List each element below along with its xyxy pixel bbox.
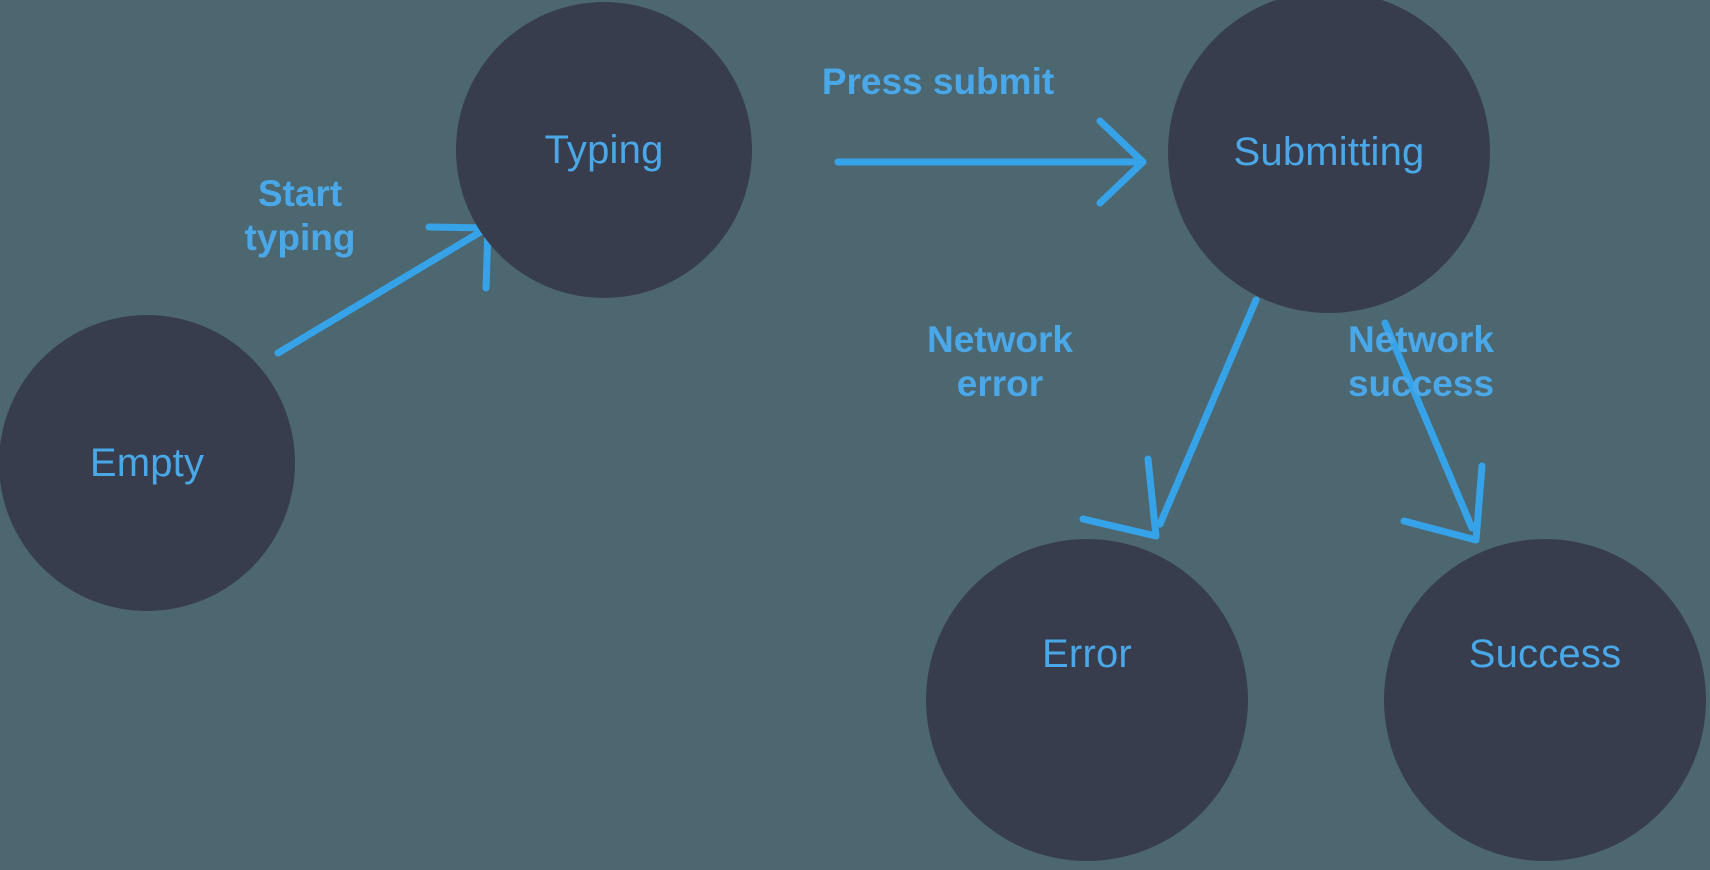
state-label-typing: Typing [544,128,664,172]
edge-network-success [1381,319,1486,544]
edge-network-error-line [1156,296,1260,528]
state-node-typing[interactable]: Typing [456,2,752,298]
edge-press-submit [834,117,1147,207]
edge-network-error-arrowhead [1079,455,1160,540]
state-node-empty[interactable]: Empty [0,315,295,611]
state-node-success[interactable]: Success [1384,539,1706,861]
edge-network-error [1079,296,1260,540]
edge-start-typing-line [274,227,486,357]
state-node-submitting[interactable]: Submitting [1168,0,1490,313]
state-label-empty: Empty [89,441,205,485]
edge-press-submit-arrowhead [1096,117,1147,207]
state-node-error[interactable]: Error [926,539,1248,861]
state-label-error: Error [1042,632,1132,676]
state-label-success: Success [1468,632,1622,676]
edge-network-success-line [1381,319,1476,532]
edge-start-typing [274,223,492,357]
state-label-submitting: Submitting [1233,130,1425,174]
edge-network-success-arrowhead [1400,462,1486,544]
